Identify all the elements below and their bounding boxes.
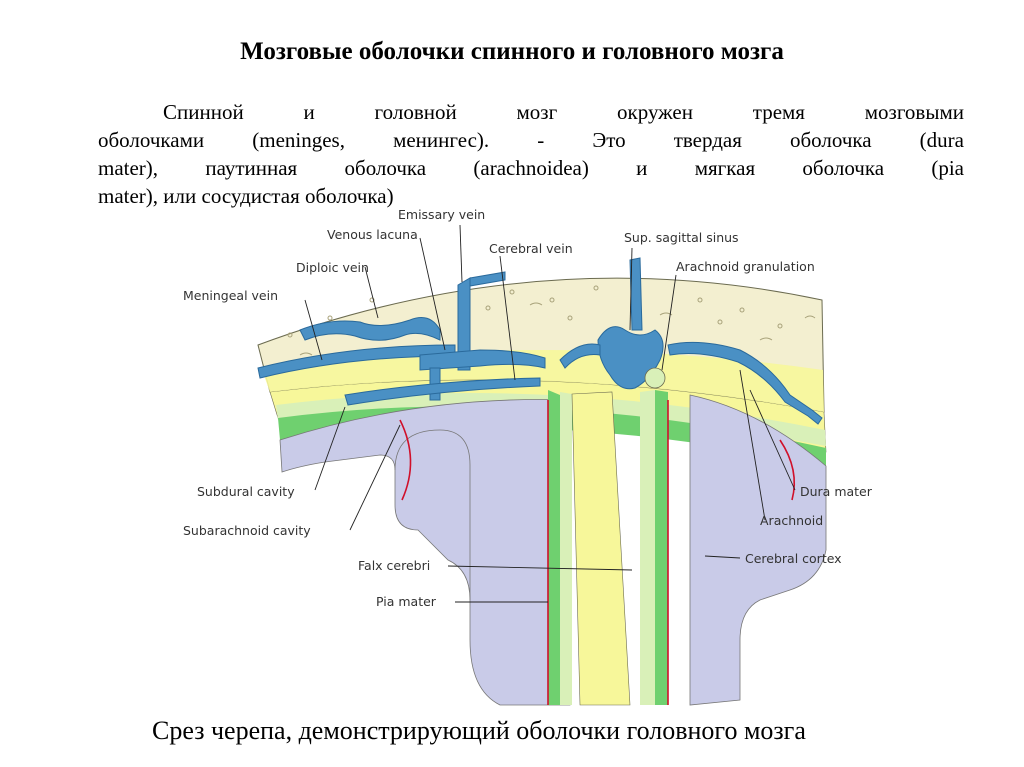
label-dura-mater: Dura mater — [800, 484, 873, 499]
falx-cerebri — [571, 391, 631, 706]
label-cerebral-cortex: Cerebral cortex — [745, 551, 842, 566]
falx-pia-left — [548, 390, 560, 705]
label-falx-cerebri: Falx cerebri — [358, 558, 430, 573]
page-title: Мозговые оболочки спинного и головного м… — [240, 38, 784, 65]
sulcus — [394, 429, 471, 600]
paragraph-line: mater), паутинная оболочка (arachnoidea)… — [98, 156, 964, 180]
intro-paragraph: Спинной и головной мозг окружен тремя мо… — [98, 98, 964, 210]
venous-system — [257, 257, 823, 425]
figure-caption: Срез черепа, демонстрирующий оболочки го… — [152, 716, 806, 745]
arachnoid-granulation — [644, 367, 666, 389]
paragraph-line: mater), или сосудистая оболочка) — [98, 184, 394, 208]
pia-vessels — [399, 400, 796, 705]
label-venous-lacuna: Venous lacuna — [327, 227, 418, 242]
arachnoid-layer — [276, 393, 826, 446]
brain-left-hemisphere — [279, 399, 571, 706]
falx-pia-right — [655, 390, 668, 705]
label-arachnoid: Arachnoid — [760, 513, 823, 528]
label-subdural-cavity: Subdural cavity — [197, 484, 295, 499]
label-diploic-vein: Diploic vein — [296, 260, 369, 275]
falx-arachnoid-left — [560, 392, 572, 705]
paragraph-line: Спинной и головной мозг окружен тремя мо… — [163, 100, 964, 124]
label-sup-sagittal-sinus: Sup. sagittal sinus — [624, 230, 739, 245]
label-subarachnoid-cavity: Subarachnoid cavity — [183, 523, 311, 538]
label-arachnoid-granulation: Arachnoid granulation — [676, 259, 815, 274]
falx-arachnoid-right — [640, 390, 655, 705]
brain-right-hemisphere — [689, 394, 827, 706]
label-meningeal-vein: Meningeal vein — [183, 288, 278, 303]
leader-lines — [304, 224, 796, 603]
paragraph-line: оболочками (meninges, менингес). - Это т… — [98, 128, 964, 152]
label-emissary-vein: Emissary vein — [398, 207, 485, 222]
label-pia-mater: Pia mater — [376, 594, 437, 609]
label-cerebral-vein: Cerebral vein — [489, 241, 573, 256]
